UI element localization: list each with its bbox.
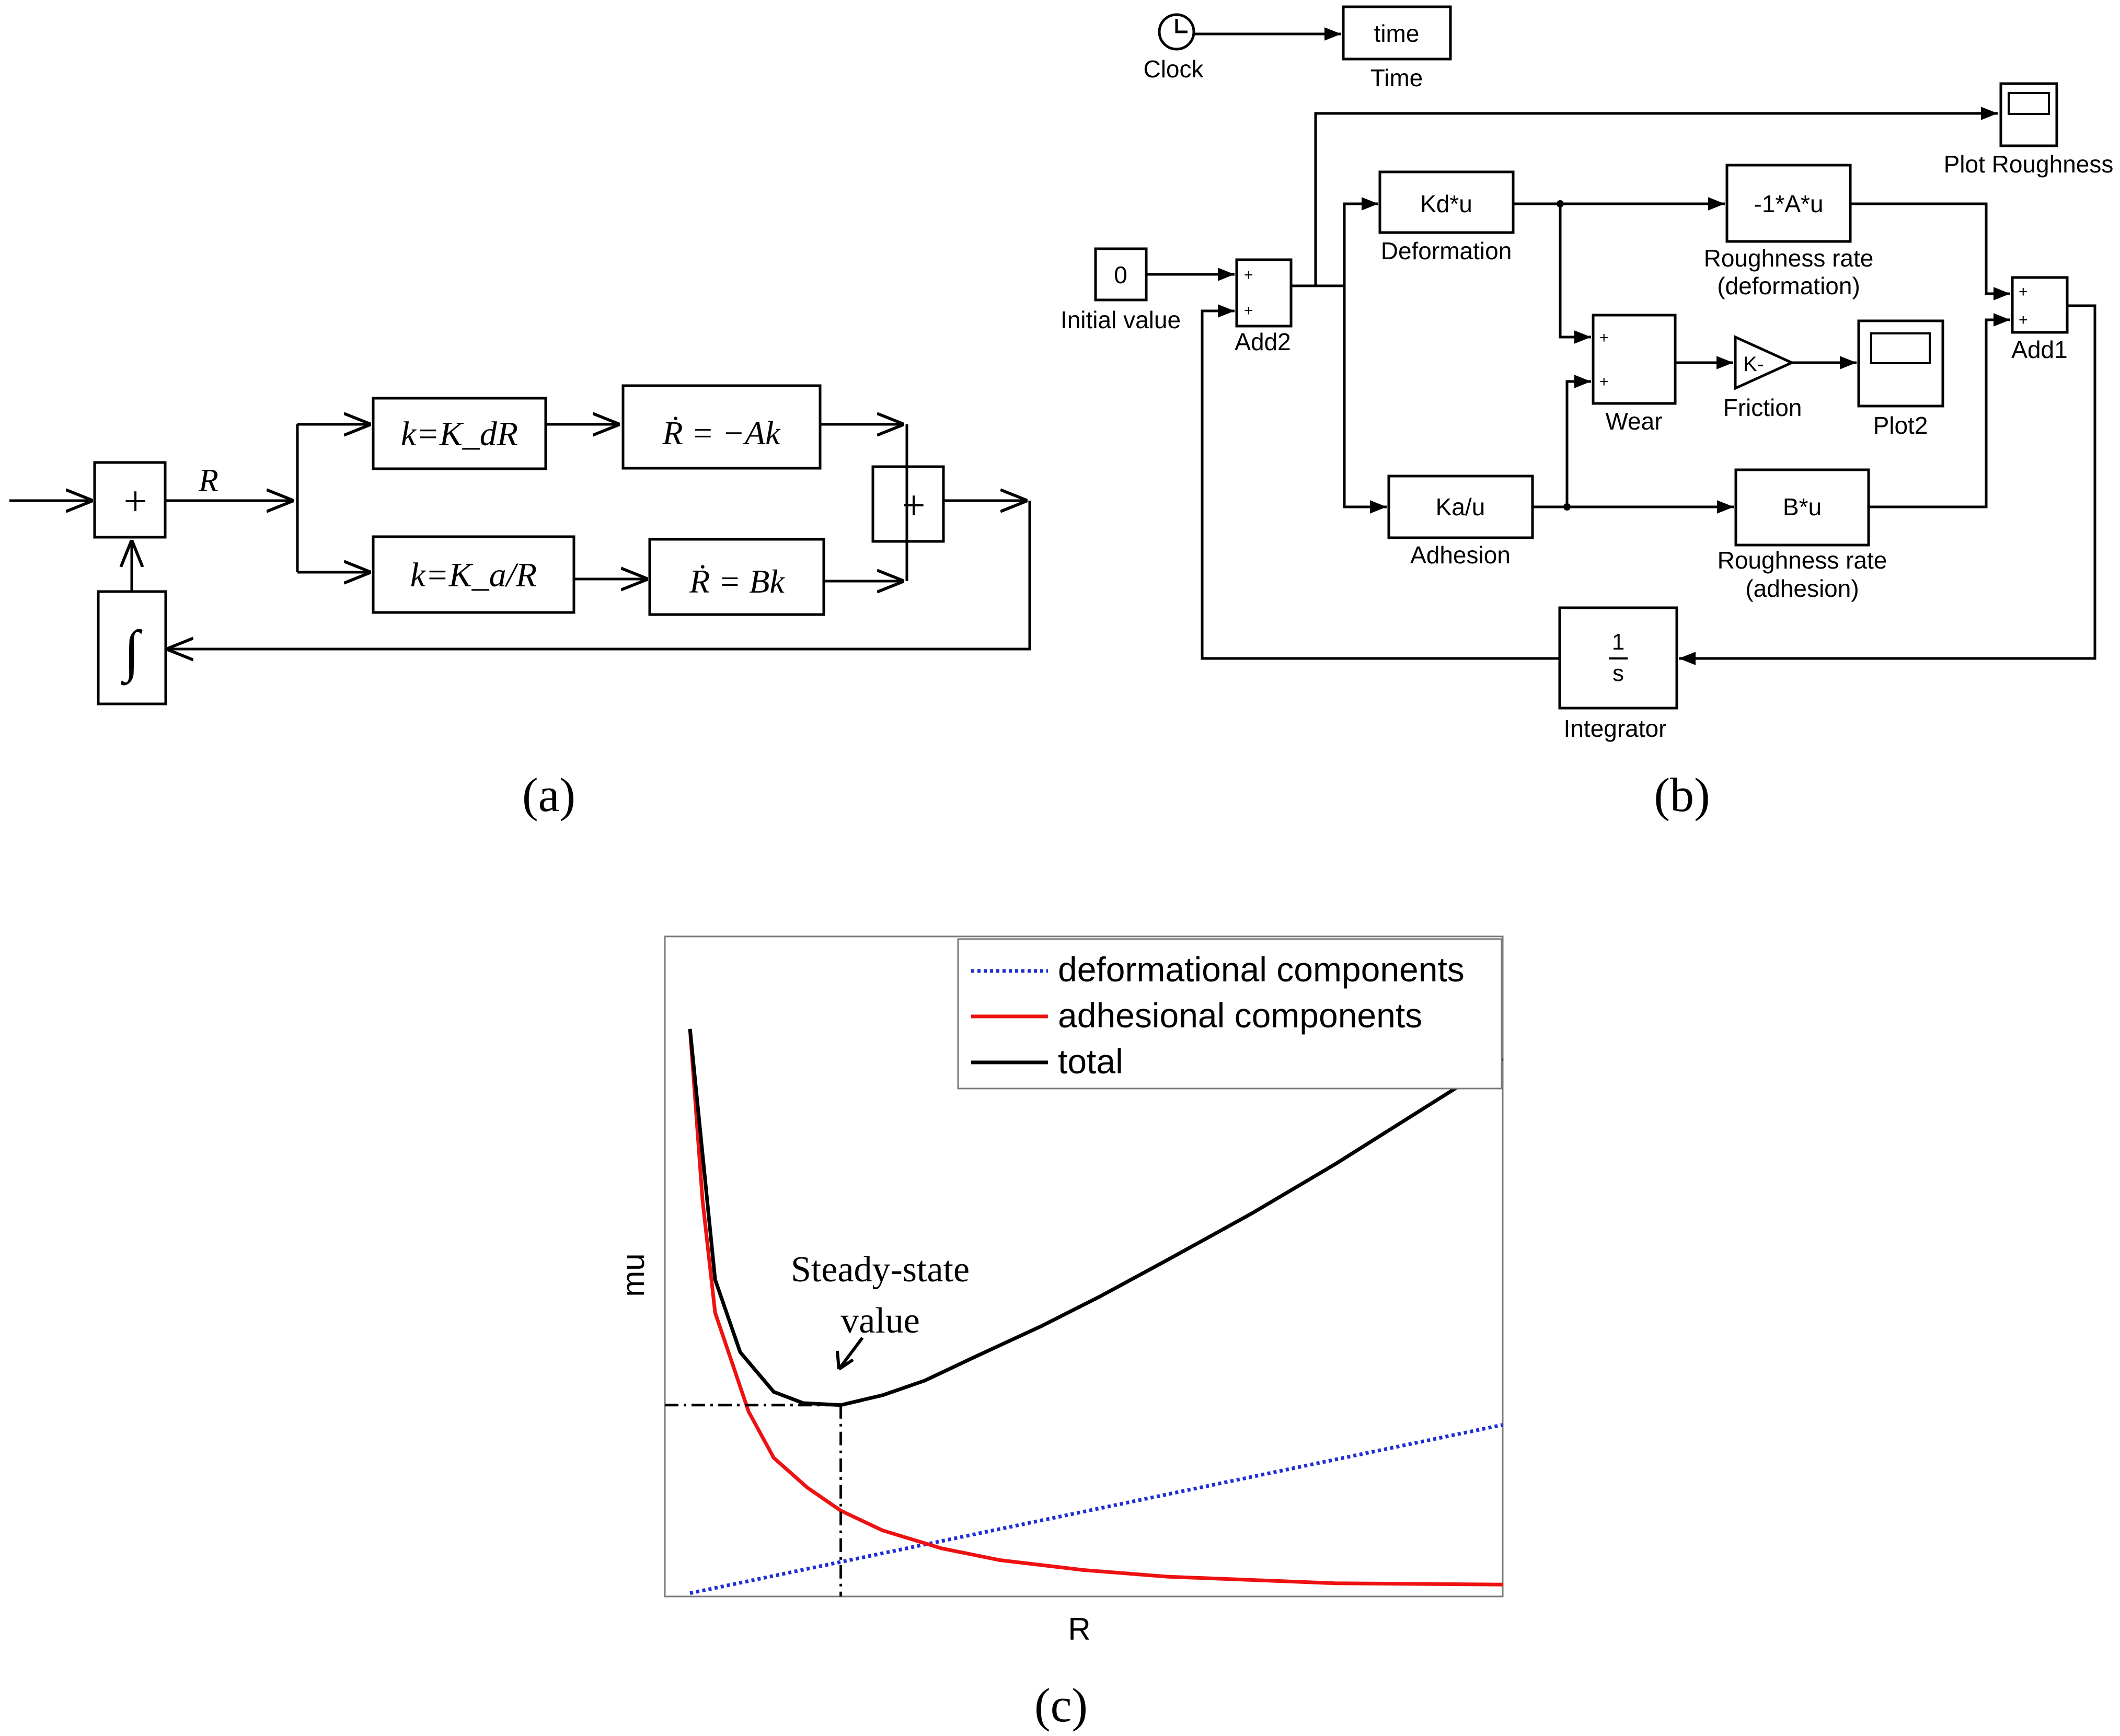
panel-c: Steady-state value deformational compone… xyxy=(616,935,1504,1732)
add1-port-2: + xyxy=(2019,311,2028,329)
def-to-wear xyxy=(1559,204,1591,344)
plot2-scope xyxy=(1857,319,1944,408)
wear-label: Wear xyxy=(1605,408,1662,435)
legend-label-deformational: deformational components xyxy=(1058,950,1465,989)
deformation-gain-block-a xyxy=(372,397,547,470)
adh-to-wear xyxy=(1565,375,1591,507)
rate-adh-to-add1 xyxy=(1869,313,2010,508)
wear-port-1: + xyxy=(1599,329,1609,346)
friction-label: Friction xyxy=(1723,394,1802,421)
plot-roughness-label: Plot Roughness xyxy=(1944,151,2114,178)
plot2-screen xyxy=(1870,332,1931,364)
deformation-gain-text: k=K_dR xyxy=(401,415,518,453)
sum-symbol-a: + xyxy=(123,479,147,525)
friction-block xyxy=(1734,335,1795,390)
rate-def-to-add1 xyxy=(1850,202,2010,300)
integrator-symbol-a: ∫ xyxy=(121,619,143,686)
deformation-rate-block-a xyxy=(621,384,822,470)
wear-port-2: + xyxy=(1599,373,1609,390)
deformation-label: Deformation xyxy=(1381,237,1512,264)
series-total-line xyxy=(688,1028,1504,1407)
adhesion-gain-text: k=K_a/R xyxy=(410,556,537,594)
r-signal-label: R xyxy=(198,463,218,499)
plot-roughness-screen xyxy=(2008,92,2050,115)
panel-b-text: Clock time Time Plot Roughness 0 Initial… xyxy=(1061,20,2113,821)
add1-label: Add1 xyxy=(2011,336,2067,363)
legend-label-adhesional: adhesional components xyxy=(1058,996,1422,1035)
add2-label: Add2 xyxy=(1235,328,1291,355)
clock-icon xyxy=(1158,13,1195,51)
steady-state-guides xyxy=(665,1404,843,1596)
to-plot-roughness xyxy=(1314,107,1998,286)
annotation-line-1: Steady-state xyxy=(791,1249,970,1290)
adhesion-rate-block-a xyxy=(648,538,825,616)
adhesion-label: Adhesion xyxy=(1410,541,1511,569)
initial-value-label: Initial value xyxy=(1061,306,1181,333)
annotation-line-2: value xyxy=(840,1301,920,1341)
deformation-block xyxy=(1378,170,1515,234)
adhesion-gain-block-a xyxy=(372,535,575,614)
feedback-line xyxy=(166,501,1031,649)
integrator-label: Integrator xyxy=(1564,715,1667,742)
integrator-num: 1 xyxy=(1612,629,1624,655)
series-layer xyxy=(688,1028,1504,1595)
plot-roughness-scope xyxy=(1999,82,2058,147)
caption-a: (a) xyxy=(522,768,575,821)
caption-c: (c) xyxy=(1034,1679,1088,1732)
sum-block-a2 xyxy=(871,465,945,543)
initial-value-text: 0 xyxy=(1114,261,1127,288)
panel-a-text: + + R k=K_dR k=K_a/R Ṙ = −Ak Ṙ = Bk ∫ (a… xyxy=(121,414,926,821)
integrator-den: s xyxy=(1612,661,1624,686)
to-adhesion xyxy=(1343,286,1387,514)
panel-b xyxy=(1094,5,2096,710)
rate-adh-label-2: (adhesion) xyxy=(1745,575,1859,602)
integrator-to-add2 xyxy=(1201,304,1560,660)
annotation-group: Steady-state value xyxy=(791,1249,970,1341)
clock-hands xyxy=(1175,19,1188,33)
series-adhesional-line xyxy=(688,1028,1503,1587)
time-label: Time xyxy=(1370,64,1423,91)
legend-label-total: total xyxy=(1058,1042,1123,1081)
time-block xyxy=(1342,5,1452,61)
rate-def-label-1: Roughness rate xyxy=(1704,245,1874,272)
deformation-rate-text: Ṙ = −Ak xyxy=(662,414,781,452)
legend: deformational components adhesional comp… xyxy=(957,938,1503,1090)
sum-symbol-a2: + xyxy=(902,483,925,529)
y-axis-label: mu xyxy=(616,1253,651,1297)
add1-to-integrator xyxy=(1679,304,2096,665)
rate-def-block-text: -1*A*u xyxy=(1754,190,1824,217)
to-deformation xyxy=(1343,197,1378,286)
add2-block xyxy=(1235,258,1293,328)
x-axis-label: R xyxy=(1068,1612,1090,1647)
deformation-block-text: Kd*u xyxy=(1420,190,1472,217)
plot2-label: Plot2 xyxy=(1873,412,1928,439)
friction-block-text: K- xyxy=(1743,353,1764,376)
add1-port-1: + xyxy=(2019,283,2028,300)
adhesion-rate-text: Ṙ = Bk xyxy=(689,563,785,600)
legend-box xyxy=(957,938,1503,1090)
clock-label: Clock xyxy=(1143,55,1204,83)
add2-port-1: + xyxy=(1244,267,1253,284)
plot-frame xyxy=(664,935,1504,1598)
adhesion-block-text: Ka/u xyxy=(1436,493,1485,520)
add2-port-2: + xyxy=(1244,302,1253,319)
wear-block xyxy=(1592,314,1677,405)
time-block-text: time xyxy=(1374,20,1420,47)
rate-adh-label-1: Roughness rate xyxy=(1718,547,1887,574)
series-deformational-line xyxy=(689,1423,1503,1595)
caption-b: (b) xyxy=(1654,768,1710,821)
rate-def-label-2: (deformation) xyxy=(1717,272,1860,299)
annotation-arrow xyxy=(836,1337,864,1371)
panel-a xyxy=(9,384,1031,705)
rate-adh-block-text: B*u xyxy=(1783,493,1822,520)
